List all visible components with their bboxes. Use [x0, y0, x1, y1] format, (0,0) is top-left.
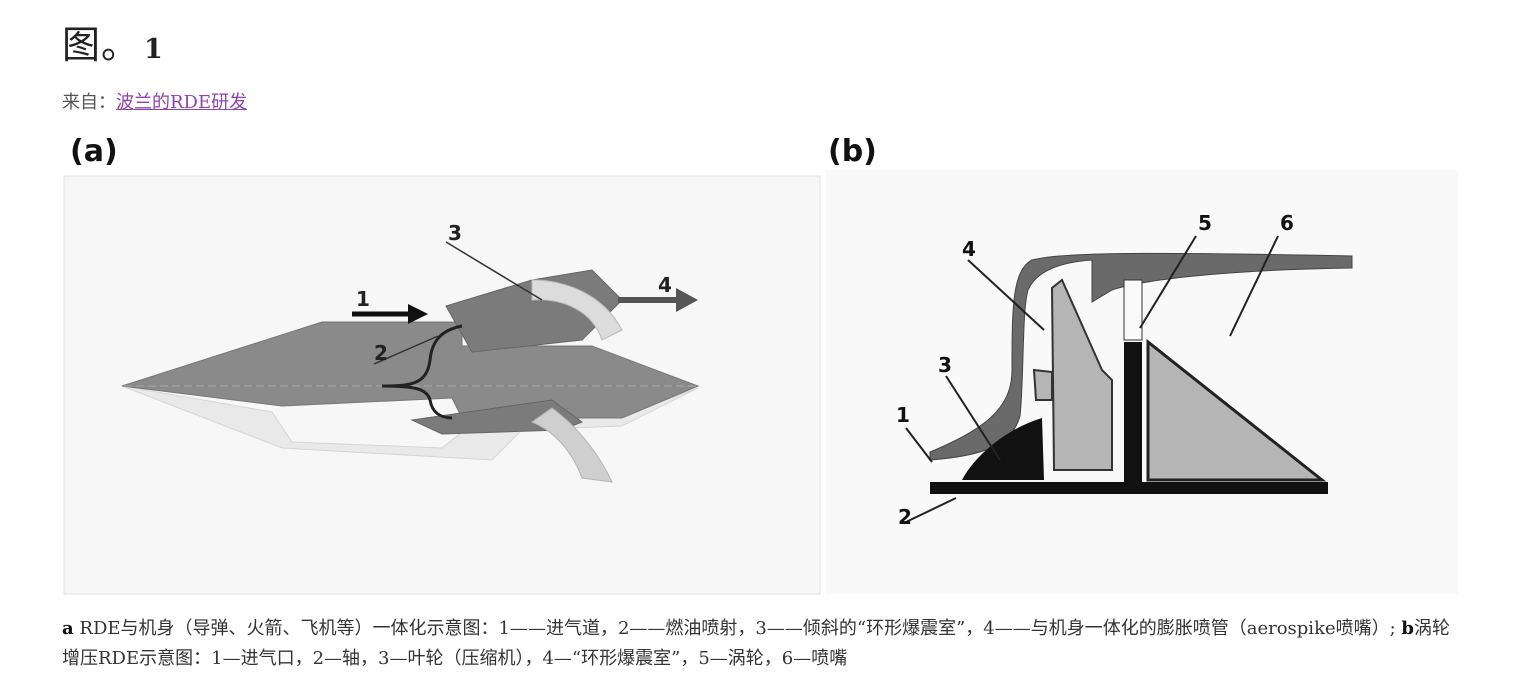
- callout-b-6: 6: [1280, 211, 1294, 235]
- callout-b-5: 5: [1198, 211, 1212, 235]
- turbine-blade: [1123, 279, 1143, 341]
- figure-title: 图。1: [62, 14, 164, 69]
- callout-a-3: 3: [448, 221, 462, 245]
- figure-panel-b: (b) 1 2 3 4 5 6: [822, 130, 1464, 596]
- engine-shaft: [930, 482, 1328, 494]
- callout-a-1: 1: [356, 287, 370, 311]
- turbine-disc: [1124, 342, 1142, 482]
- detonation-chamber-block: [1050, 278, 1113, 471]
- annular-chamber-upper: [531, 279, 623, 341]
- figure-number: 1: [144, 34, 164, 65]
- leader-line-b4: [967, 259, 1045, 331]
- nozzle-cone: [1146, 338, 1327, 482]
- caption-a-letter: a: [62, 618, 74, 639]
- leader-line-3: [445, 241, 543, 301]
- annular-chamber-lower: [530, 407, 613, 483]
- callout-a-4: 4: [658, 273, 672, 297]
- exhaust-arrow-head: [676, 288, 698, 312]
- callout-b-1: 1: [896, 403, 910, 427]
- callout-b-2: 2: [898, 505, 912, 529]
- engine-outer-casing: [929, 252, 1353, 461]
- panel-a-label: (a): [70, 134, 118, 169]
- leader-line-b2: [905, 497, 957, 523]
- callout-b-4: 4: [962, 237, 976, 261]
- panel-b-label: (b): [828, 134, 877, 169]
- leader-line-b6: [1229, 235, 1279, 337]
- compressor-impeller: [962, 418, 1044, 480]
- source-prefix: 来自：: [62, 92, 116, 113]
- figure-caption: a RDE与机身（导弹、火箭、飞机等）一体化示意图：1——进气道，2——燃油喷射…: [62, 614, 1462, 674]
- airframe-body: [121, 321, 700, 419]
- rde-airframe-diagram: 1 2 3 4: [63, 175, 821, 595]
- callout-b-3: 3: [938, 353, 952, 377]
- figure-panel-a: (a) 1 2 3 4: [62, 130, 822, 596]
- source-link[interactable]: 波兰的RDE研发: [116, 92, 248, 113]
- leader-line-b1: [905, 427, 933, 463]
- source-line: 来自：波兰的RDE研发: [62, 88, 247, 114]
- fuel-line-upper: [381, 324, 463, 388]
- caption-b-letter: b: [1401, 618, 1415, 639]
- turbocharged-rde-diagram: 1 2 3 4 5 6: [826, 170, 1458, 594]
- leader-line-b3: [945, 375, 1001, 461]
- leader-line-2: [373, 335, 439, 365]
- caption-a-text: RDE与机身（导弹、火箭、飞机等）一体化示意图：1——进气道，2——燃油喷射，3…: [73, 618, 1402, 639]
- intake-arrow-head: [408, 304, 428, 324]
- chamber-step: [1032, 368, 1053, 401]
- leader-line-b5: [1139, 235, 1197, 329]
- callout-a-2: 2: [374, 341, 388, 365]
- caption-b-text: 涡轮增压RDE示意图：1—进气口，2—轴，3—叶轮（压缩机），4—“环形爆震室”…: [62, 618, 1451, 669]
- fuel-line-lower: [381, 384, 453, 420]
- figure-title-text: 图。: [62, 23, 141, 67]
